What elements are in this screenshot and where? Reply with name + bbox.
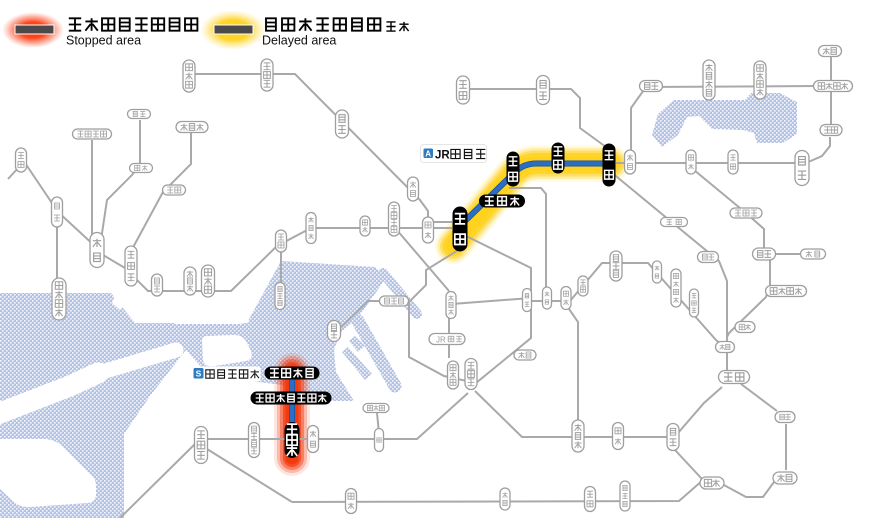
svg-text:Stopped area: Stopped area — [66, 34, 141, 48]
svg-text:S: S — [196, 369, 202, 379]
svg-text:JR: JR — [435, 150, 450, 162]
svg-text:JR: JR — [436, 336, 446, 345]
svg-text:A: A — [425, 149, 431, 158]
svg-text:Delayed area: Delayed area — [262, 34, 336, 48]
